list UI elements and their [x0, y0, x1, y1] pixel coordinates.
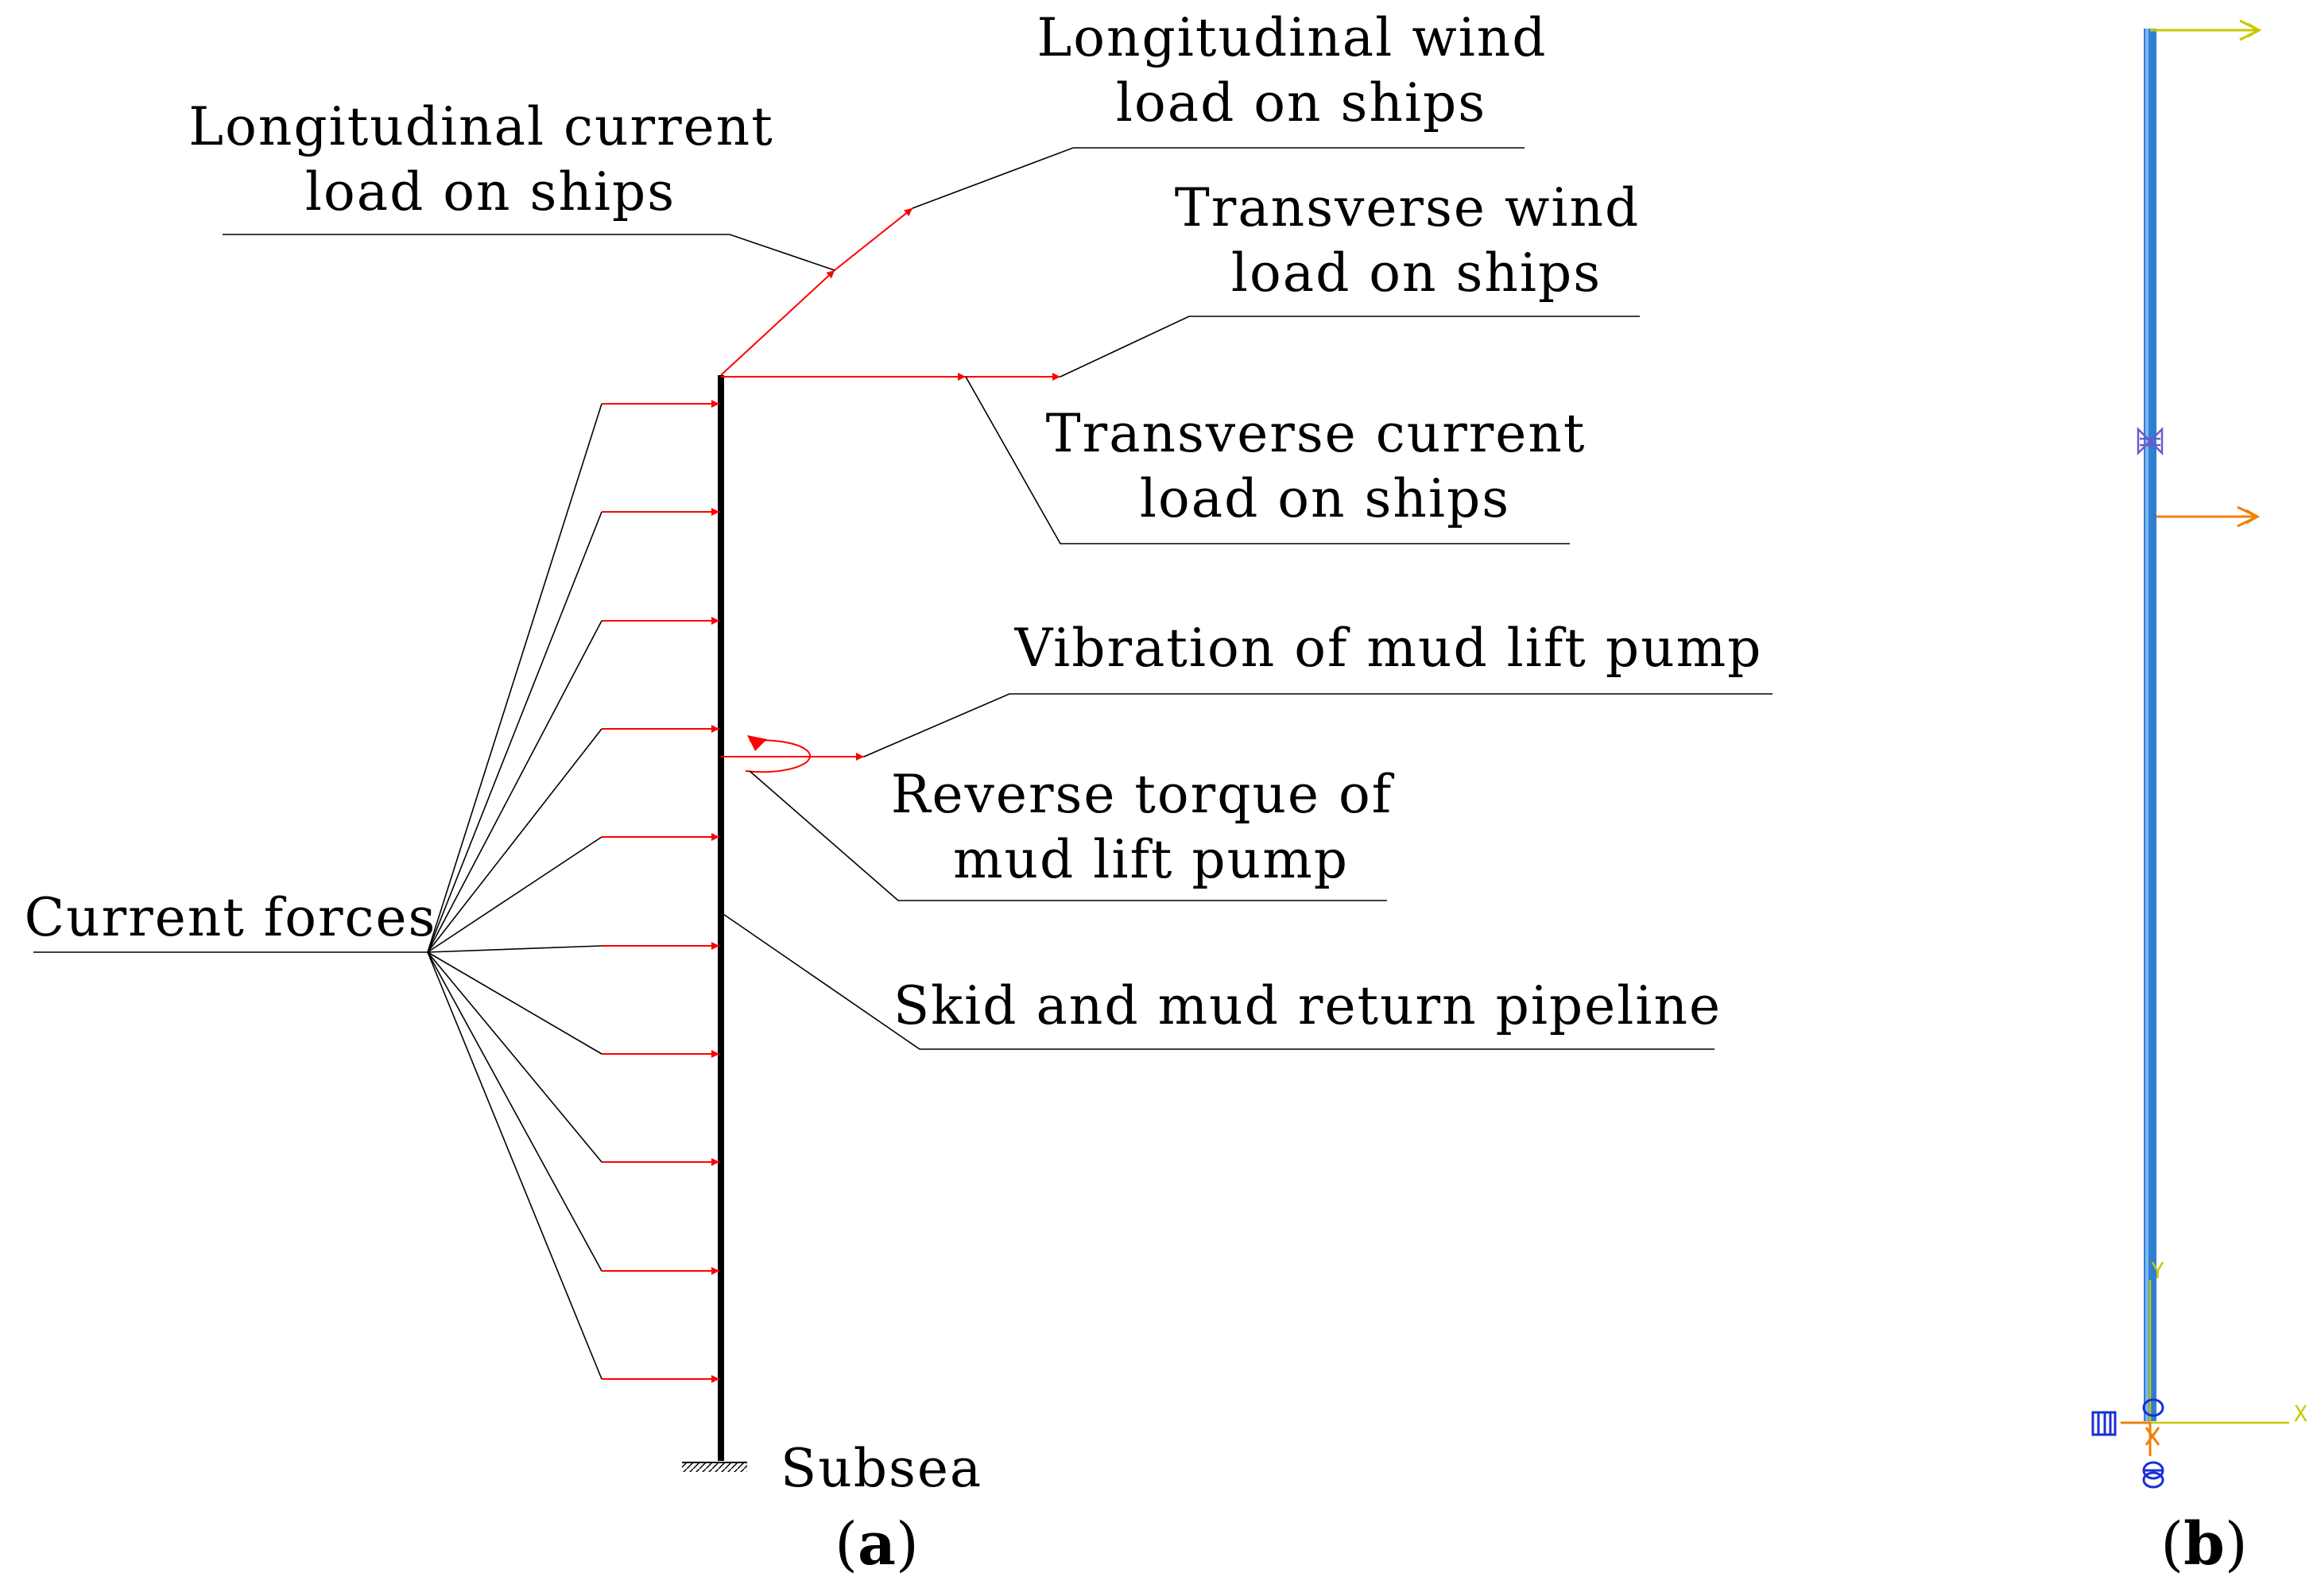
transverse-current-leader	[965, 376, 1570, 544]
subsea-label: Subsea	[781, 1438, 982, 1499]
panel-a-label: (a)	[835, 1510, 919, 1579]
seabed-fixed-support	[682, 1462, 747, 1472]
longitudinal-wind-leader	[912, 147, 1525, 209]
column-constraint-symbol	[2137, 426, 2164, 456]
current-forces-leader-line	[427, 945, 602, 953]
current-forces-leader-line	[427, 951, 602, 1272]
longitudinal-current-leader	[223, 234, 835, 271]
vibration-label: Vibration of mud lift pump	[1014, 618, 1763, 679]
current-forces-leader-line	[427, 836, 602, 953]
mid-load-arrow	[2156, 506, 2261, 528]
longitudinal-wind-label: Longitudinal wind load on ships	[1036, 7, 1565, 134]
axis-x-label: X	[2294, 1400, 2307, 1427]
current-forces-leader-line	[427, 728, 602, 953]
current-forces-label: Current forces	[25, 887, 437, 948]
transverse-wind-label: Transverse wind load on ships	[1175, 177, 1658, 304]
axis-y-label: Y	[2151, 1257, 2164, 1284]
current-forces-leader-line	[427, 403, 602, 953]
coordinate-axes	[2148, 1280, 2289, 1424]
skid-leader	[720, 912, 1715, 1050]
base-support-symbols	[2091, 1398, 2164, 1489]
transverse-wind-leader	[1060, 316, 1640, 378]
vibration-leader	[863, 693, 1773, 757]
panel-b: X Y (b)	[2091, 19, 2307, 1579]
panel-a: Longitudinal wind load on ships Longitud…	[25, 7, 1773, 1579]
longitudinal-current-arrow	[720, 269, 835, 376]
reverse-torque-arc	[745, 739, 811, 773]
reverse-torque-arrowhead	[747, 735, 767, 751]
current-force-arrows	[602, 400, 719, 1383]
panel-b-label: (b)	[2160, 1510, 2248, 1579]
longitudinal-current-label: Longitudinal current load on ships	[188, 96, 792, 223]
current-forces-leader-line	[427, 951, 602, 1380]
current-forces-leader-line	[427, 951, 602, 1055]
transverse-current-label: Transverse current load on ships	[1046, 403, 1605, 529]
top-load-arrow	[2150, 19, 2262, 41]
reverse-torque-leader	[749, 770, 1387, 901]
current-forces-leader-line	[427, 511, 602, 953]
reverse-torque-label: Reverse torque of mud lift pump	[891, 764, 1411, 890]
current-forces-leader-line	[427, 951, 602, 1163]
current-forces-leader-line	[427, 620, 602, 953]
skid-label: Skid and mud return pipeline	[893, 975, 1722, 1036]
current-forces-leaders	[427, 403, 602, 1380]
longitudinal-wind-arrow	[834, 207, 913, 271]
